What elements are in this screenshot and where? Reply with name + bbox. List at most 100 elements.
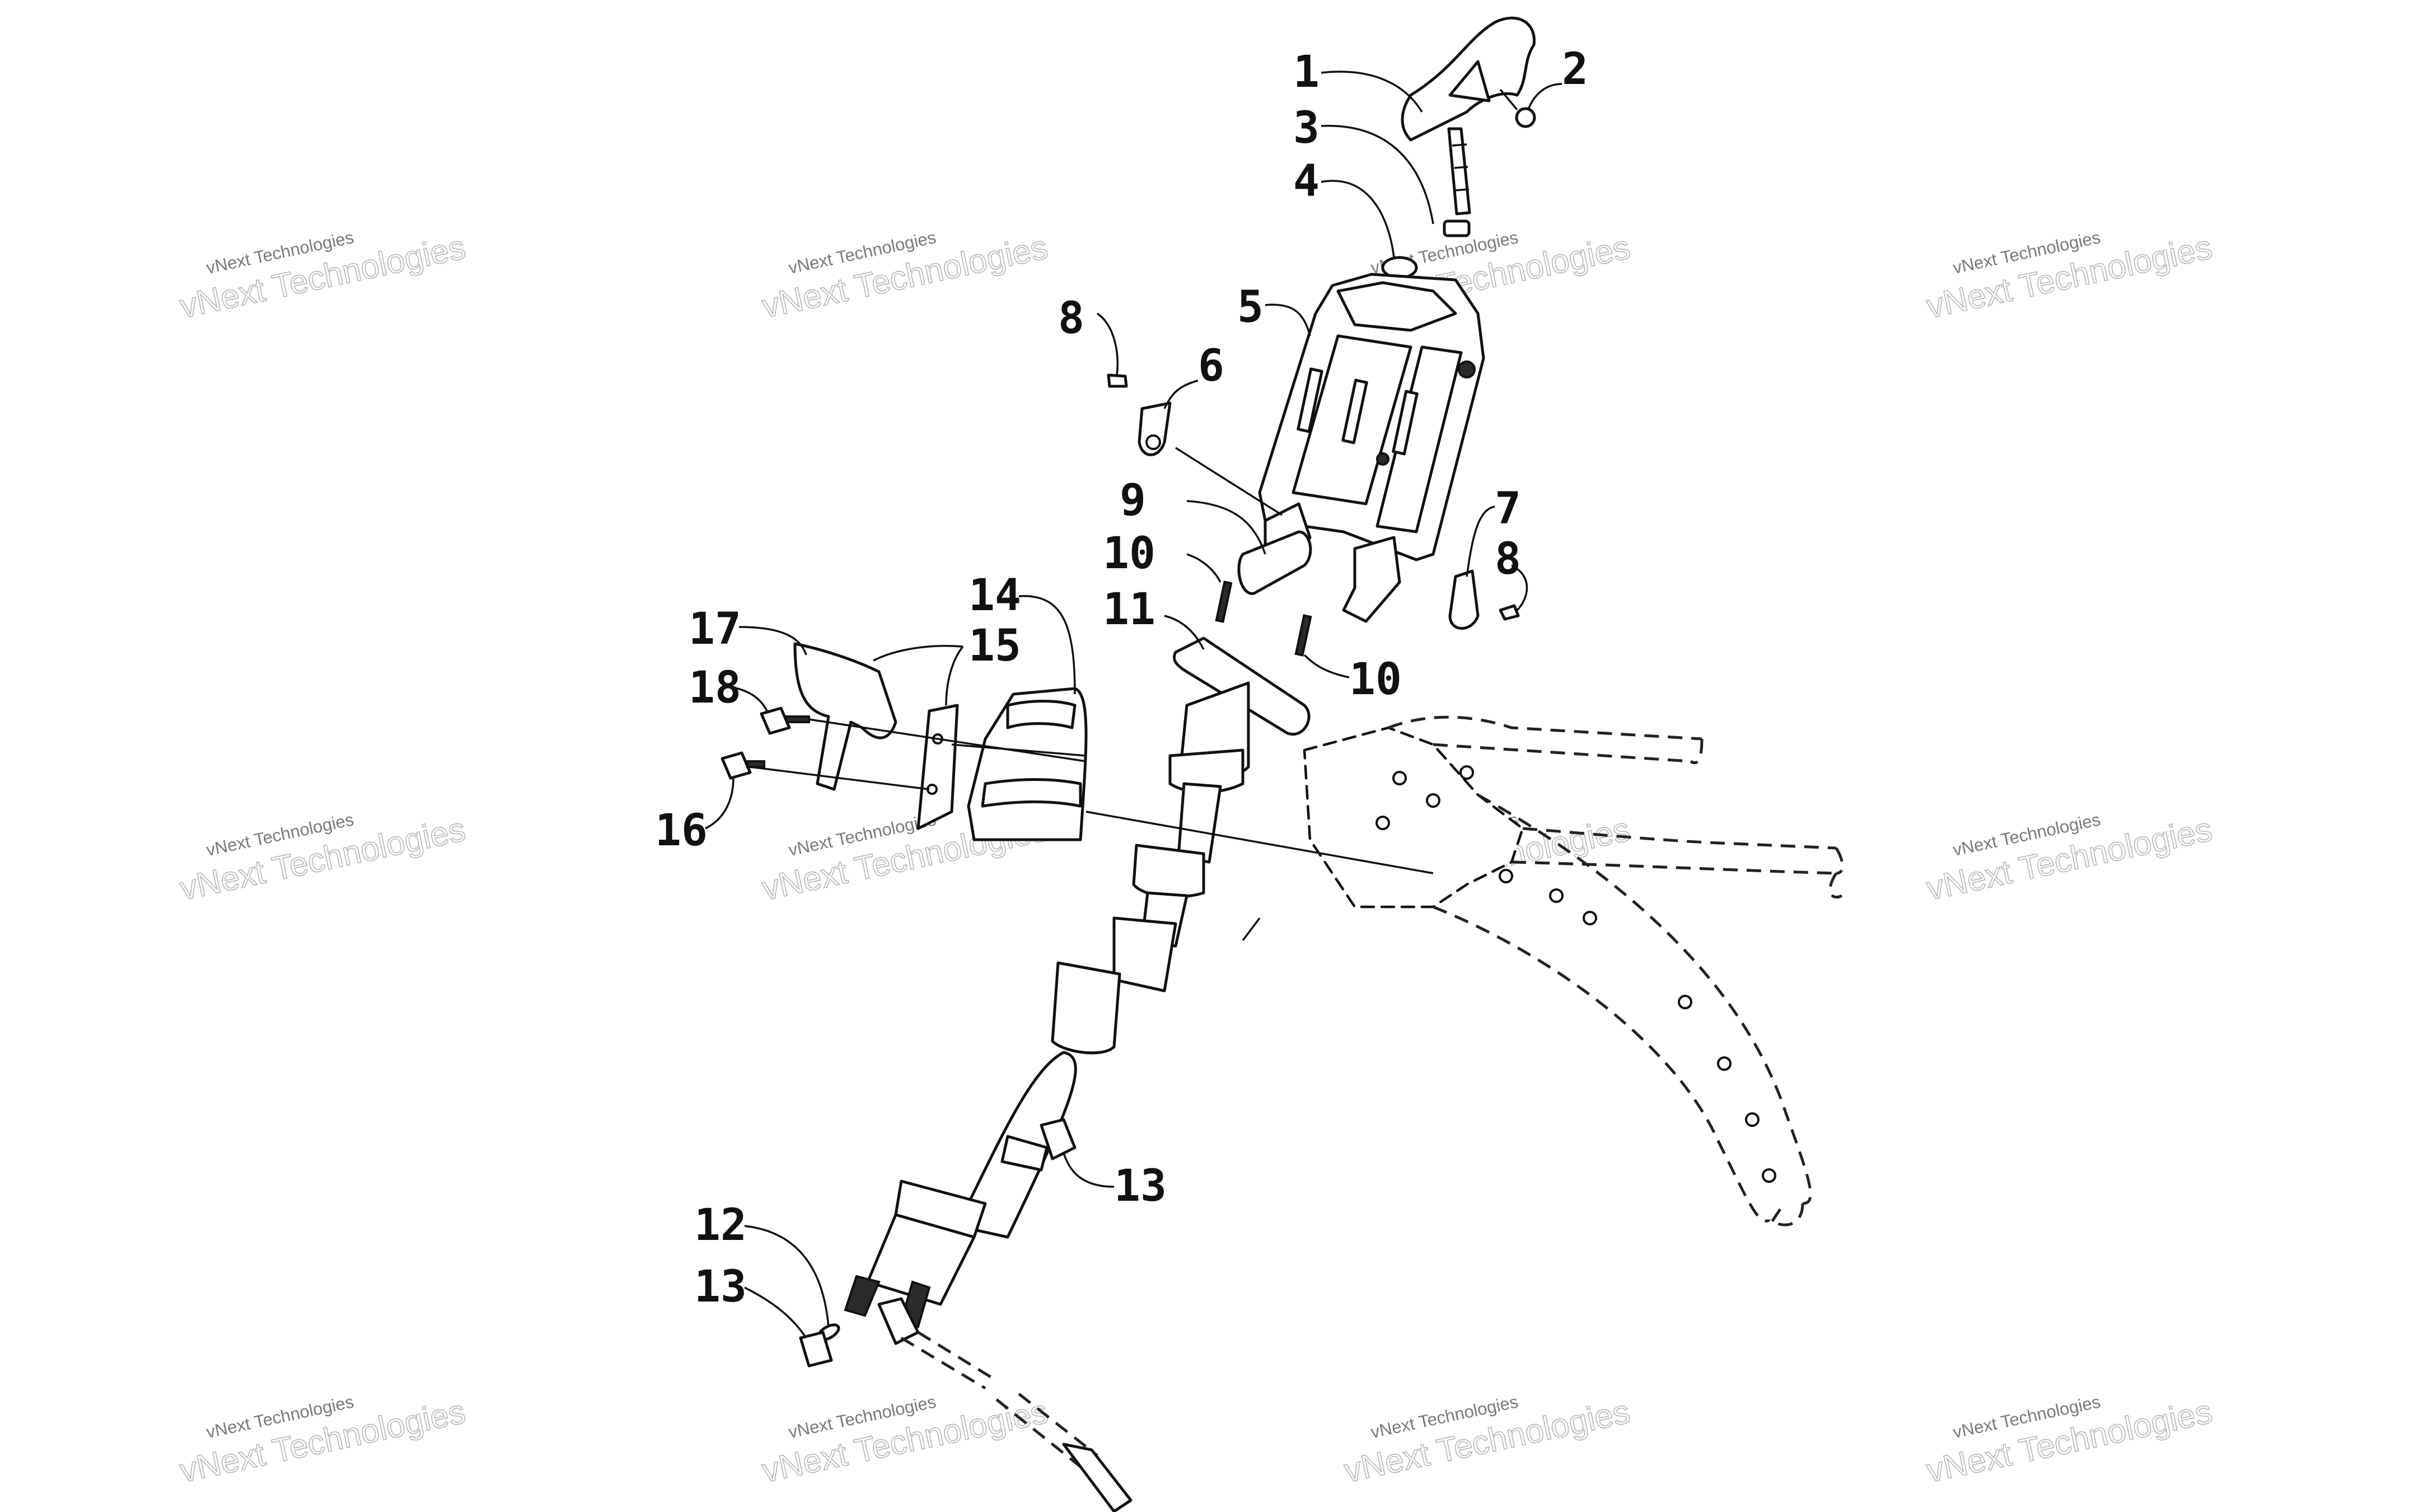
tie-rod-end-fitting [1062, 1443, 1133, 1512]
leader-6 [1163, 380, 1199, 409]
leader-10a [1186, 553, 1222, 583]
callout-5: 5 [1237, 282, 1264, 333]
part-11-u-joint [1112, 916, 1177, 993]
callout-16: 16 [655, 806, 708, 856]
part-18-bolt-shank [785, 715, 810, 723]
leader-12 [744, 1225, 830, 1327]
bracket-top-cap [1336, 281, 1457, 332]
part-10-roll-pin-right [1294, 614, 1312, 657]
bracket-lower-right-clamp [1342, 536, 1401, 623]
part-12-shaft-base [866, 1213, 976, 1306]
leader-2 [1527, 83, 1562, 110]
watermark: vNext Technologies vNext Technologies [1341, 1392, 1634, 1490]
callout-10-left: 10 [1103, 528, 1155, 579]
leader-11 [1164, 615, 1205, 650]
leader-18 [722, 685, 768, 711]
callout-7: 7 [1495, 484, 1521, 534]
part-8-screw-left [1107, 373, 1128, 388]
part-3-washer [1443, 219, 1471, 237]
callout-15: 15 [968, 621, 1021, 671]
bracket-slot [1392, 390, 1419, 456]
leader-13b [744, 1286, 807, 1338]
assembly-line [1242, 917, 1261, 942]
assembly-line [951, 743, 1087, 757]
leader-4 [1321, 180, 1395, 258]
part-1-bolt [1447, 127, 1471, 216]
callout-1: 1 [1293, 47, 1320, 97]
callout-8-right: 8 [1495, 534, 1521, 584]
assembly-line [1085, 811, 1434, 874]
part-1-cap-slot [1448, 60, 1491, 102]
callout-3: 3 [1293, 103, 1320, 153]
leader-10b [1303, 654, 1350, 678]
leader-15a [873, 644, 963, 662]
part-5-steering-post-bracket [1258, 273, 1485, 623]
leader-14 [1018, 595, 1076, 695]
callout-18: 18 [689, 663, 741, 713]
bolt-thread [1455, 188, 1470, 191]
part-13-nut-upper [1040, 1118, 1077, 1160]
callout-4: 4 [1293, 156, 1320, 207]
bracket-bolt-head [1376, 452, 1389, 466]
part-14-cover-rib-lower [981, 778, 1082, 808]
chassis-frame-dashed [1303, 715, 1844, 1227]
part-2-nut [1515, 107, 1536, 128]
part-11-shaft-tube [1051, 961, 1121, 1055]
part-8-screw-right [1499, 604, 1520, 621]
part-15-plate [916, 704, 959, 830]
frame-bracket-plate [1303, 726, 1524, 909]
callout-14: 14 [968, 570, 1021, 621]
callout-2: 2 [1562, 44, 1588, 95]
watermark: vNext Technologies vNext Technologies [759, 227, 1051, 326]
callout-9: 9 [1120, 475, 1146, 526]
assembly-line [1175, 447, 1283, 516]
part-12-pitman-bracket [1000, 1135, 1049, 1172]
bolt-thread [1454, 166, 1468, 169]
frame-hole [1392, 771, 1407, 785]
frame-hole [1499, 869, 1513, 883]
part-12-stud [844, 1275, 881, 1317]
bracket-bolt-head [1458, 361, 1476, 378]
callout-6: 6 [1198, 341, 1224, 391]
leader-16 [705, 778, 734, 830]
part-18-bolt [760, 706, 791, 735]
callout-8-left: 8 [1058, 293, 1084, 344]
watermark: vNext Technologies vNext Technologies [176, 227, 469, 326]
watermark: vNext Technologies vNext Technologies [1923, 227, 2216, 326]
part-11-column [1177, 782, 1222, 864]
callout-10-right: 10 [1349, 654, 1402, 705]
leader-5 [1265, 303, 1311, 336]
leader-1 [1321, 71, 1423, 113]
bracket-right-rail [1375, 345, 1463, 533]
leader-9 [1186, 500, 1266, 555]
bracket-slot [1341, 378, 1368, 444]
watermark: vNext Technologies vNext Technologies [759, 1392, 1051, 1490]
part-7-bracket [1448, 569, 1480, 630]
part-17-bracket [793, 642, 897, 791]
part-14-cover-rib [1006, 700, 1077, 729]
frame-tube-lower [1767, 1203, 1804, 1227]
bolt-thread [1452, 143, 1467, 147]
callout-labels: 1 2 3 4 5 6 7 8 8 9 10 10 11 12 13 13 14… [655, 44, 1588, 1312]
leader-13a [1063, 1153, 1115, 1188]
frame-tube-down-outer [1477, 793, 1812, 1205]
part-10-roll-pin-left [1215, 581, 1233, 623]
leader-lines [705, 71, 1562, 1338]
bracket-slot [1297, 367, 1323, 433]
leader-8b [1511, 564, 1528, 611]
part-16-bolt-shank [746, 760, 765, 768]
part-9-pivot-pin [1237, 530, 1312, 595]
frame-tube-right [1511, 738, 1837, 875]
callout-12: 12 [694, 1200, 747, 1251]
watermark: vNext Technologies vNext Technologies [176, 1392, 469, 1490]
part-13-nut-lower [799, 1331, 833, 1368]
leader-15b [945, 645, 964, 706]
leader-7 [1466, 505, 1495, 577]
frame-hole [1459, 765, 1474, 780]
frame-hole [1583, 911, 1597, 925]
frame-hole [1549, 888, 1564, 903]
frame-hole [1762, 1168, 1776, 1183]
leader-3 [1321, 125, 1434, 224]
leader-8a [1097, 312, 1119, 376]
